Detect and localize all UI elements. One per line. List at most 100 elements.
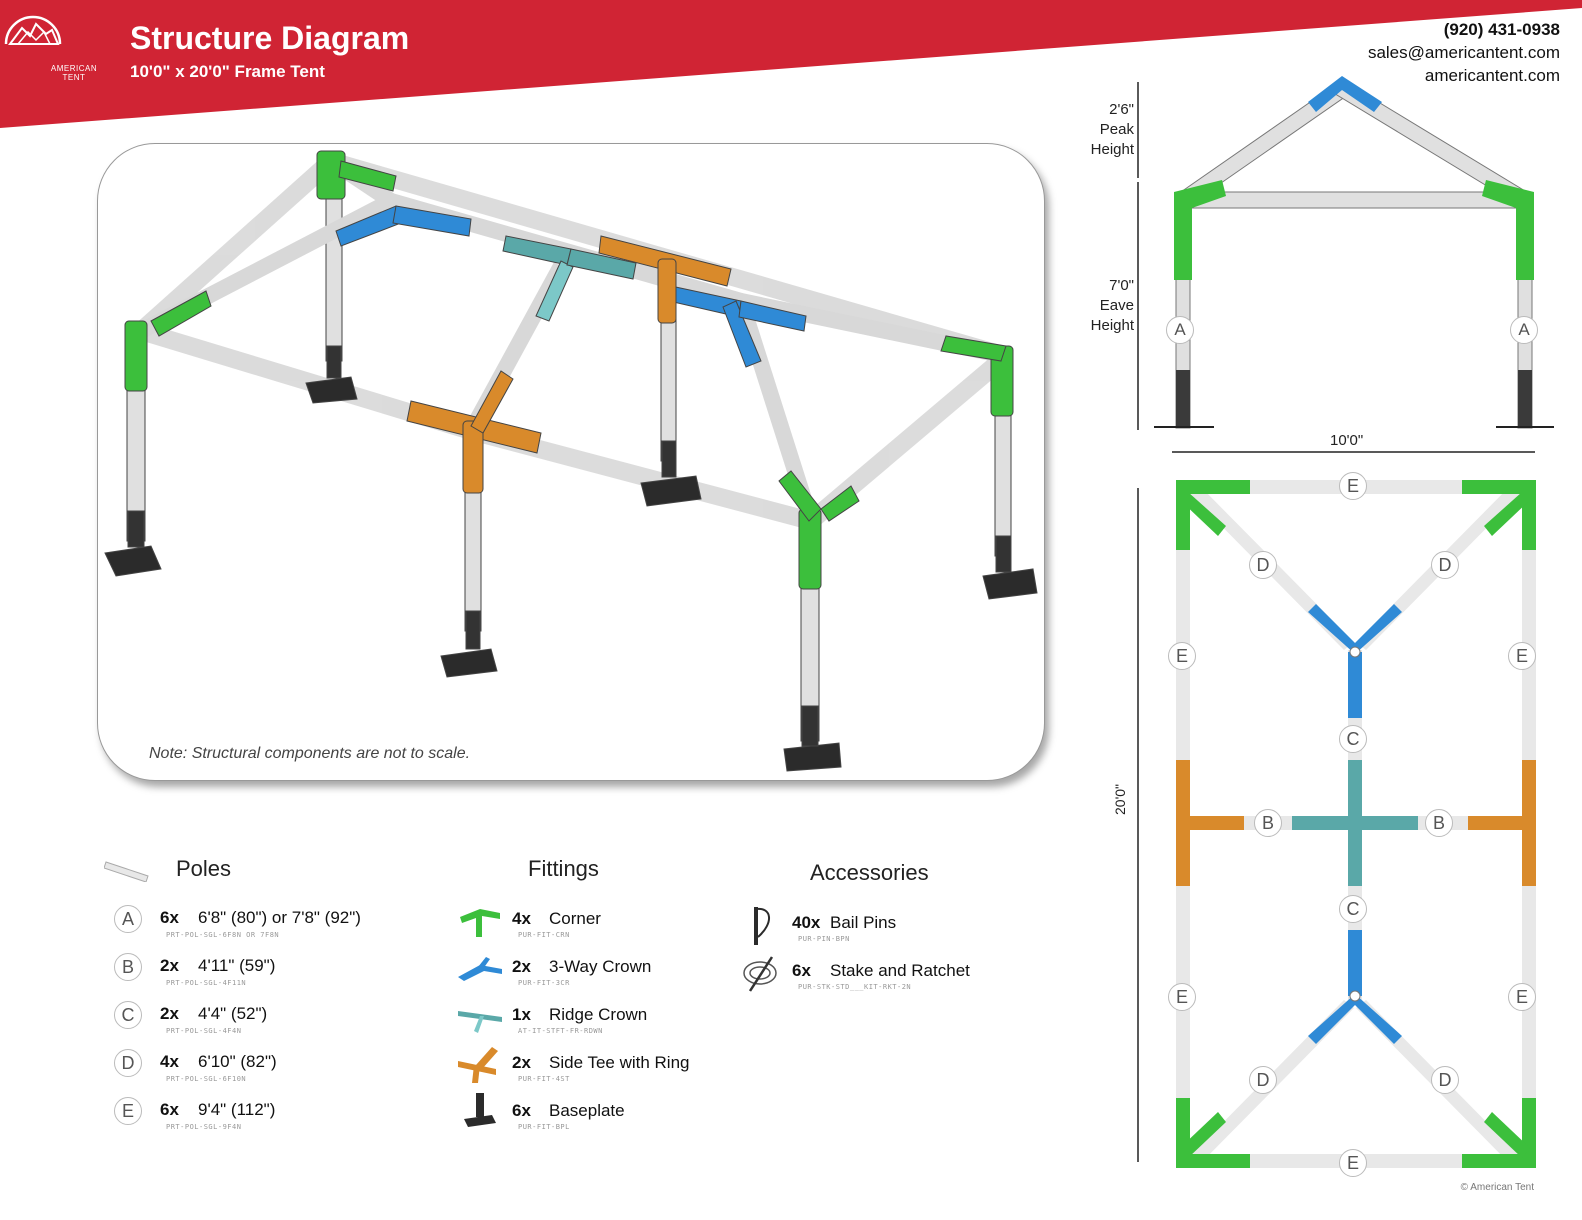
- plan-label-e-top: E: [1339, 472, 1367, 500]
- side-leg-label-left: A: [1166, 316, 1194, 344]
- fitting-qty: 2x: [512, 1053, 531, 1072]
- length-dimension: 20'0": [1112, 783, 1128, 815]
- width-dimension: 10'0": [1330, 432, 1364, 449]
- plan-view-drawing: [1137, 480, 1536, 1168]
- pole-qty: 4x: [160, 1052, 179, 1071]
- side-elevation-drawing: [1137, 76, 1554, 453]
- phone-number[interactable]: (920) 431-0938: [1443, 20, 1560, 39]
- plan-label-e: E: [1168, 983, 1196, 1011]
- plan-label-d: D: [1431, 551, 1459, 579]
- pole-size: 4'11" (59"): [198, 956, 276, 975]
- fitting-row-baseplate: 6x Baseplate PUR-FIT-BPL: [456, 1093, 776, 1141]
- pole-part-number: PRT-POL-SGL-6F8N OR 7F8N: [166, 931, 280, 939]
- fitting-part-number: AT-IT-STFT-FR-RDWN: [518, 1027, 603, 1035]
- fitting-part-number: PUR-FIT-CRN: [518, 931, 570, 939]
- fitting-qty: 1x: [512, 1005, 531, 1024]
- peak-label-height: Height: [1090, 141, 1134, 158]
- plan-label-b: B: [1254, 809, 1282, 837]
- accessory-part-number: PUR-STK-STD___KIT-RKT-2N: [798, 983, 912, 991]
- accessories-heading: Accessories: [810, 860, 929, 885]
- three-way-crown-icon: [458, 957, 502, 981]
- pole-part-number: PRT-POL-SGL-4F4N: [166, 1027, 242, 1035]
- accessory-qty: 40x: [792, 913, 821, 932]
- plan-label-e-bottom: E: [1339, 1149, 1367, 1177]
- plan-label-d: D: [1249, 551, 1277, 579]
- plan-label-e: E: [1508, 983, 1536, 1011]
- fitting-name: Corner: [549, 909, 601, 928]
- plan-label-e: E: [1508, 642, 1536, 670]
- header-banner: AMERICAN TENT Structure Diagram 10'0" x …: [0, 0, 1582, 140]
- pole-icon: [104, 861, 149, 882]
- pole-row-b: B 2x 4'11" (59") PRT-POL-SGL-4F11N: [114, 953, 434, 999]
- side-tee-icon: [458, 1047, 498, 1083]
- pole-qty: 6x: [160, 908, 179, 927]
- american-tent-logo-icon: [4, 15, 62, 45]
- fitting-name: Ridge Crown: [549, 1005, 648, 1024]
- copyright: © American Tent: [1460, 1182, 1534, 1193]
- email-link[interactable]: sales@americantent.com: [1367, 43, 1560, 62]
- fitting-name: Baseplate: [549, 1101, 625, 1120]
- pole-size: 6'8" (80") or 7'8" (92"): [198, 908, 361, 927]
- isometric-frame-drawing: [104, 150, 1038, 772]
- page-title: Structure Diagram: [130, 20, 410, 56]
- pole-part-number: PRT-POL-SGL-9F4N: [166, 1123, 242, 1131]
- ridge-crown-icon: [458, 1011, 502, 1033]
- fitting-row-3way-crown: 2x 3-Way Crown PUR-FIT-3CR: [456, 951, 776, 997]
- page-subtitle: 10'0" x 20'0" Frame Tent: [130, 62, 325, 81]
- plan-label-b: B: [1425, 809, 1453, 837]
- pole-part-number: PRT-POL-SGL-4F11N: [166, 979, 247, 987]
- eave-height-dimension: 7'0" Eave Height: [1070, 276, 1134, 336]
- fitting-name: Side Tee with Ring: [549, 1053, 690, 1072]
- header-red-band: [0, 0, 1582, 128]
- fitting-qty: 2x: [512, 957, 531, 976]
- logo-wordmark: AMERICAN TENT: [40, 64, 108, 82]
- accessory-name: Stake and Ratchet: [830, 961, 970, 980]
- eave-label-height: Height: [1090, 317, 1134, 334]
- pole-letter: C: [114, 1001, 142, 1029]
- pole-letter: D: [114, 1049, 142, 1077]
- bail-pin-icon: [754, 907, 770, 945]
- fitting-row-corner: 4x Corner PUR-FIT-CRN: [456, 903, 776, 949]
- pole-qty: 6x: [160, 1100, 179, 1119]
- peak-label: Peak: [1099, 121, 1134, 138]
- fitting-qty: 6x: [512, 1101, 531, 1120]
- plan-label-e: E: [1168, 642, 1196, 670]
- peak-value: 2'6": [1109, 101, 1134, 118]
- fitting-row-side-tee: 2x Side Tee with Ring PUR-FIT-4ST: [456, 1047, 776, 1093]
- eave-value: 7'0": [1109, 277, 1134, 294]
- pole-letter: B: [114, 953, 142, 981]
- fitting-part-number: PUR-FIT-BPL: [518, 1123, 570, 1131]
- scale-note: Note: Structural components are not to s…: [149, 745, 471, 762]
- baseplate-icon: [464, 1093, 496, 1127]
- pole-row-d: D 4x 6'10" (82") PRT-POL-SGL-6F10N: [114, 1049, 434, 1095]
- plan-label-c: C: [1339, 895, 1367, 923]
- pole-row-a: A 6x 6'8" (80") or 7'8" (92") PRT-POL-SG…: [114, 905, 434, 951]
- pole-qty: 2x: [160, 1004, 179, 1023]
- accessory-name: Bail Pins: [830, 913, 897, 932]
- fitting-part-number: PUR-FIT-4ST: [518, 1075, 570, 1083]
- logo-line2: TENT: [62, 73, 86, 82]
- poles-heading: Poles: [176, 856, 232, 881]
- pole-part-number: PRT-POL-SGL-6F10N: [166, 1075, 247, 1083]
- website-link[interactable]: americantent.com: [1424, 66, 1560, 85]
- pole-letter: A: [114, 905, 142, 933]
- plan-label-d: D: [1249, 1066, 1277, 1094]
- plan-label-c: C: [1339, 725, 1367, 753]
- fittings-heading: Fittings: [528, 856, 599, 881]
- accessory-qty: 6x: [792, 961, 811, 980]
- logo-line1: AMERICAN: [50, 64, 98, 73]
- fitting-part-number: PUR-FIT-3CR: [518, 979, 570, 987]
- accessory-row-stake-ratchet: 6x Stake and Ratchet PUR-STK-STD___KIT-R…: [742, 953, 1042, 999]
- pole-size: 4'4" (52"): [198, 1004, 268, 1023]
- side-leg-label-right: A: [1510, 316, 1538, 344]
- pole-row-c: C 2x 4'4" (52") PRT-POL-SGL-4F4N: [114, 1001, 434, 1047]
- stake-ratchet-icon: [743, 956, 777, 992]
- accessory-row-bail-pins: 40x Bail Pins PUR-PIN-BPN: [742, 905, 1062, 951]
- plan-label-d: D: [1431, 1066, 1459, 1094]
- accessory-part-number: PUR-PIN-BPN: [798, 935, 850, 943]
- pole-row-e: E 6x 9'4" (112") PRT-POL-SGL-9F4N: [114, 1097, 434, 1143]
- isometric-diagram-card: Note: Structural components are not to s…: [97, 143, 1045, 781]
- pole-letter: E: [114, 1097, 142, 1125]
- fitting-row-ridge-crown: 1x Ridge Crown AT-IT-STFT-FR-RDWN: [456, 999, 776, 1045]
- peak-height-dimension: 2'6" Peak Height: [1070, 100, 1134, 160]
